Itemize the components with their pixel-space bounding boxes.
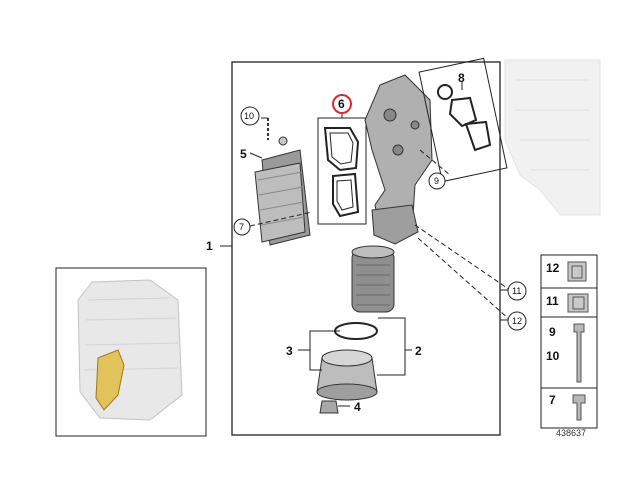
callout-12-circle bbox=[507, 311, 527, 331]
callout-4: 4 bbox=[354, 400, 361, 414]
callout-12: 12 bbox=[512, 316, 522, 326]
callout-11-circle bbox=[507, 281, 527, 301]
legend-label-11: 11 bbox=[546, 294, 559, 308]
callout-1: 1 bbox=[206, 239, 213, 253]
clip-12-icon bbox=[567, 261, 587, 282]
legend-label-10: 10 bbox=[546, 349, 560, 363]
main-frame bbox=[231, 61, 501, 436]
callout-3: 3 bbox=[286, 344, 293, 358]
callout-6-circle bbox=[332, 94, 352, 114]
image-id: 438637 bbox=[556, 428, 586, 438]
callout-8: 8 bbox=[458, 71, 465, 85]
callout-10: 10 bbox=[244, 111, 254, 121]
callout-7: 7 bbox=[239, 222, 244, 232]
engine-inset bbox=[77, 279, 183, 421]
callout-9: 9 bbox=[434, 176, 439, 186]
callout-7-circle bbox=[233, 218, 251, 236]
oil-filter-housing bbox=[364, 74, 433, 245]
filter-element bbox=[351, 245, 395, 313]
gasket-8 bbox=[437, 84, 492, 152]
bolt-7-icon bbox=[572, 394, 586, 421]
callout-11: 11 bbox=[512, 286, 521, 296]
drain-plug bbox=[319, 400, 339, 414]
legend-label-7: 7 bbox=[549, 393, 556, 407]
bolt-9-10-icon bbox=[573, 323, 585, 383]
legend-panel bbox=[540, 254, 598, 429]
callout-10-circle bbox=[240, 106, 260, 126]
gasket-6 bbox=[323, 127, 360, 218]
callout-9-circle bbox=[428, 172, 446, 190]
legend-icons bbox=[567, 261, 589, 421]
legend-label-9: 9 bbox=[549, 325, 556, 339]
clip-11-icon bbox=[567, 293, 589, 313]
filter-cap bbox=[316, 349, 378, 401]
callout-6: 6 bbox=[338, 97, 345, 111]
engine-block-background bbox=[504, 59, 601, 216]
gasket-group-8-box bbox=[418, 57, 508, 183]
legend-label-12: 12 bbox=[546, 261, 560, 275]
callout-2: 2 bbox=[415, 344, 422, 358]
bolt-10 bbox=[261, 117, 269, 140]
callout-5: 5 bbox=[240, 147, 247, 161]
